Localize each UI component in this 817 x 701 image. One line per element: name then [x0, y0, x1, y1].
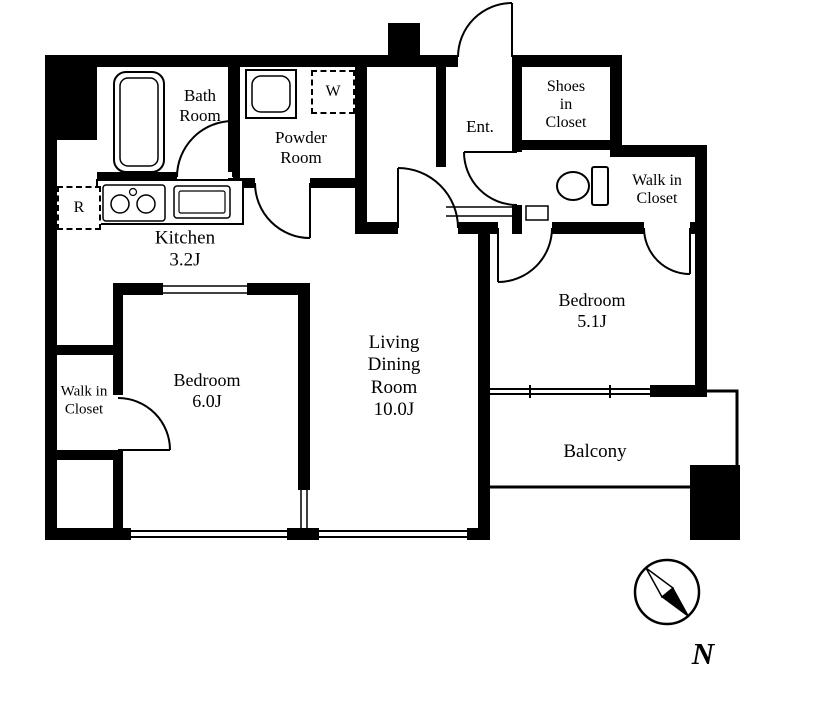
- walls: [45, 23, 740, 540]
- compass: [633, 558, 701, 626]
- wall-segment: [610, 55, 622, 157]
- wall-segment: [113, 450, 123, 540]
- wall-segment: [690, 465, 740, 540]
- wall-segment: [512, 205, 522, 234]
- windows: [129, 285, 650, 540]
- wall-segment: [113, 283, 163, 295]
- wall-segment: [610, 145, 707, 157]
- entrance-step-icon: [446, 206, 512, 217]
- wall-segment: [512, 140, 622, 150]
- wall-segment: [45, 345, 123, 355]
- wall-segment: [690, 222, 707, 234]
- wall-segment: [97, 172, 177, 182]
- wall-segment: [420, 55, 458, 67]
- closet-opening-bedroom-left: [163, 285, 247, 294]
- balcony-railing: [490, 389, 739, 489]
- wall-segment: [436, 67, 446, 167]
- wall-segment: [45, 55, 57, 540]
- wall-segment: [650, 385, 707, 397]
- wall-segment: [45, 450, 123, 460]
- wall-segment: [355, 67, 367, 234]
- wall-segment: [468, 528, 490, 540]
- powder-sink-icon: [245, 69, 297, 119]
- window-balcony-sliding-door: [490, 385, 650, 398]
- wall-segment: [310, 178, 367, 188]
- bath-door-icon: [176, 120, 234, 178]
- wall-segment: [512, 67, 522, 152]
- wall-segment: [695, 145, 707, 397]
- kitchen-sink-icon: [173, 185, 231, 219]
- doors: [117, 2, 691, 451]
- toilet-icon: [525, 166, 609, 221]
- wall-segment: [288, 528, 318, 540]
- wall-segment: [228, 67, 240, 172]
- wall-segment: [45, 528, 130, 540]
- walk-in-closet-left-door-icon: [117, 397, 171, 451]
- wall-segment: [45, 55, 420, 67]
- toilet-door-icon: [463, 151, 518, 206]
- window-living: [317, 528, 469, 540]
- bedroom-right-door-icon: [497, 227, 553, 283]
- wall-segment: [478, 222, 490, 540]
- fixtures: [96, 69, 609, 225]
- refrigerator-marker: R: [57, 186, 101, 230]
- wall-segment: [113, 283, 123, 395]
- wall-segment: [298, 283, 310, 490]
- hall-living-door-icon: [397, 167, 459, 229]
- wall-segment: [247, 283, 310, 295]
- walk-in-closet-right-door-icon: [643, 227, 691, 275]
- sliding-door-bedroom-living: [300, 490, 308, 528]
- compass-circle: [633, 558, 701, 626]
- window-bedroom-left: [129, 528, 289, 540]
- front-entrance-door-icon: [457, 2, 513, 58]
- washing-machine-marker: W: [311, 70, 355, 114]
- wall-segment: [388, 23, 420, 67]
- wall-segment: [512, 55, 622, 67]
- compass-north-label: N: [691, 636, 715, 671]
- bathtub-icon: [113, 71, 165, 173]
- stove-icon: [102, 184, 166, 222]
- powder-room-door-icon: [254, 182, 311, 239]
- wall-segment: [552, 222, 644, 234]
- compass-needle-black-half: [661, 587, 690, 618]
- wall-segment: [233, 172, 240, 182]
